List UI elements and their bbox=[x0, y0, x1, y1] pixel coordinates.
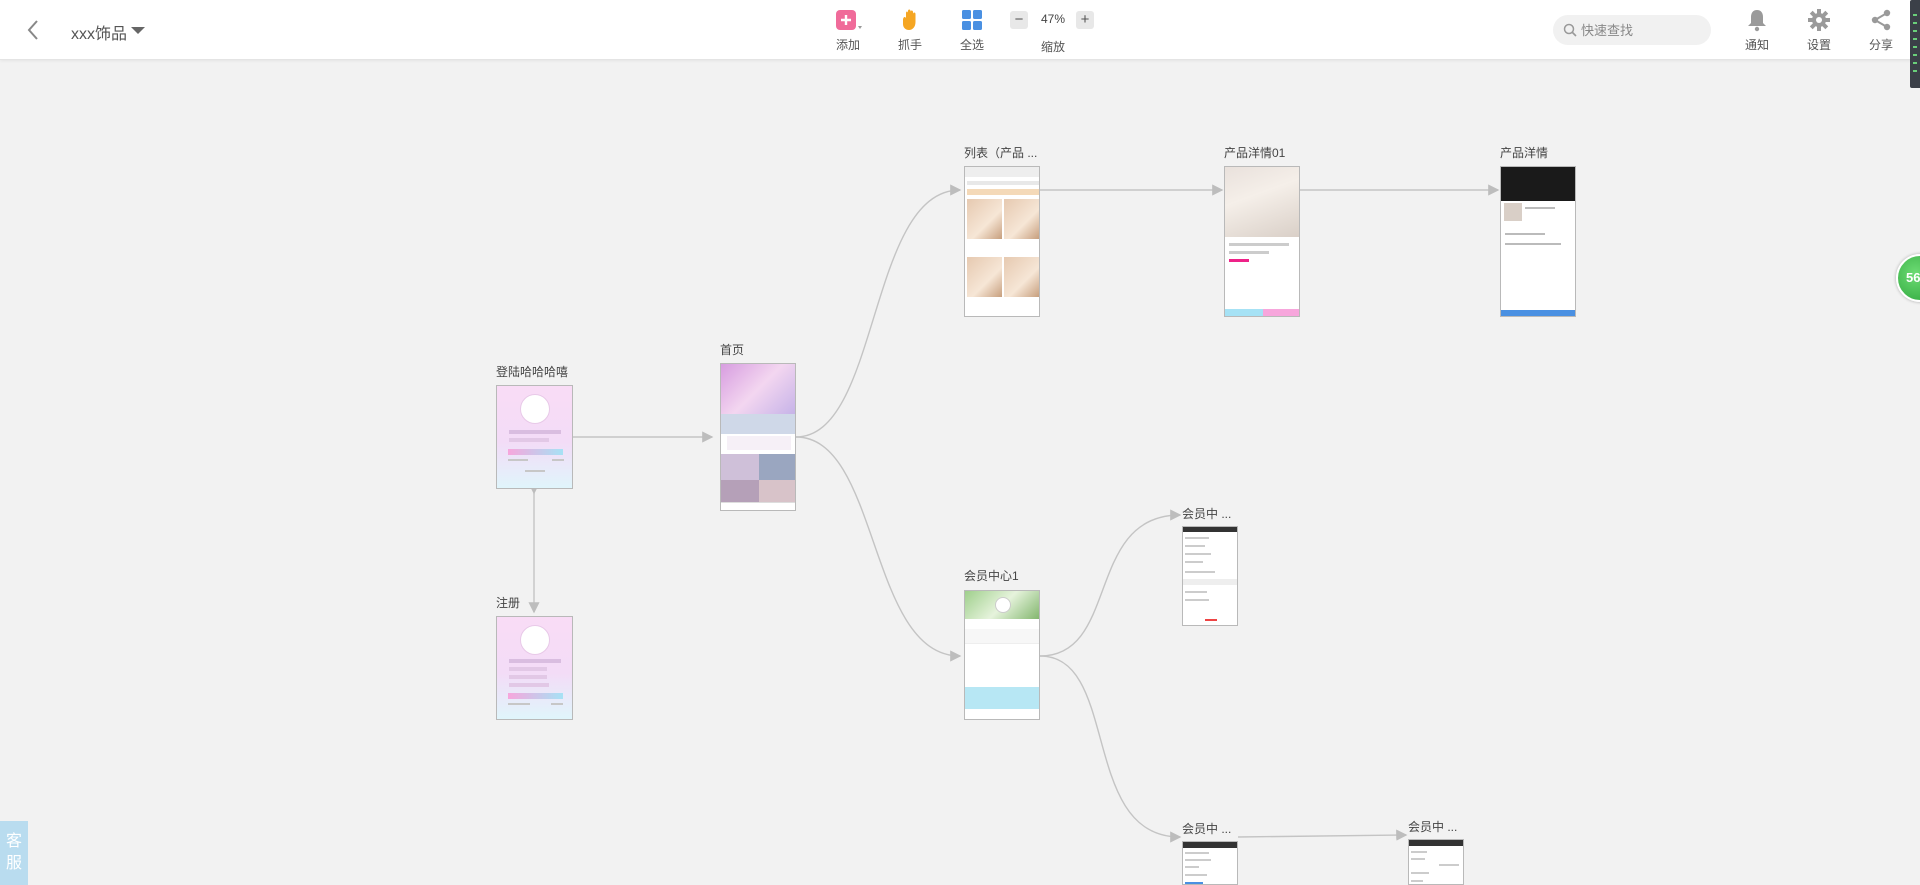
panel-handle[interactable] bbox=[1910, 0, 1920, 88]
settings-button[interactable]: 设置 bbox=[1797, 8, 1841, 53]
page-label-detail01[interactable]: 产品洋情01 bbox=[1224, 146, 1286, 160]
page-label-member-b[interactable]: 会员中 ... bbox=[1182, 822, 1232, 836]
project-title[interactable]: xxx饰品 bbox=[71, 26, 128, 43]
page-thumb-home[interactable] bbox=[720, 363, 796, 511]
search-box bbox=[1553, 15, 1711, 45]
page-label-member1[interactable]: 会员中心1 bbox=[964, 569, 1019, 583]
zoom-label: 缩放 bbox=[1040, 40, 1065, 54]
page-label-list[interactable]: 列表（产品 ... bbox=[964, 146, 1038, 160]
grab-button[interactable]: 抓手 bbox=[893, 8, 927, 53]
hand-icon bbox=[903, 9, 916, 30]
flow-canvas[interactable]: 登陆哈哈哈嘻 注册 首页 列表（产品 ... bbox=[0, 60, 1920, 885]
page-label-member-a[interactable]: 会员中 ... bbox=[1182, 507, 1232, 521]
page-thumb-list[interactable] bbox=[964, 166, 1040, 317]
plus-square-icon bbox=[836, 10, 862, 30]
share-icon bbox=[1871, 9, 1891, 31]
zoom-out-button[interactable]: − bbox=[1010, 11, 1028, 29]
chevron-down-icon[interactable] bbox=[131, 27, 145, 34]
avatar bbox=[520, 394, 550, 424]
page-label-home[interactable]: 首页 bbox=[720, 343, 745, 357]
page-label-detail[interactable]: 产品洋情 bbox=[1500, 146, 1549, 160]
bell-icon bbox=[1748, 10, 1766, 32]
page-thumb-member1[interactable] bbox=[964, 590, 1040, 720]
page-thumb-register[interactable] bbox=[496, 616, 573, 720]
page-thumb-member-b[interactable] bbox=[1182, 841, 1238, 885]
page-label-login[interactable]: 登陆哈哈哈嘻 bbox=[496, 365, 569, 379]
page-thumb-member-a[interactable] bbox=[1182, 526, 1238, 626]
chevron-left-icon[interactable] bbox=[22, 18, 46, 42]
avatar bbox=[520, 625, 550, 655]
page-thumb-detail[interactable] bbox=[1500, 166, 1576, 317]
zoom-level: 47% bbox=[1040, 12, 1066, 26]
connector-lines bbox=[528, 184, 1500, 843]
zoom-in-button[interactable]: + bbox=[1076, 11, 1094, 29]
support-tab[interactable]: 客服 bbox=[0, 821, 28, 885]
search-input[interactable] bbox=[1581, 21, 1701, 39]
notify-button[interactable]: 通知 bbox=[1735, 8, 1779, 53]
page-label-member-c[interactable]: 会员中 ... bbox=[1408, 820, 1458, 834]
search-icon bbox=[1563, 23, 1577, 37]
top-toolbar: xxx饰品 添加 抓手 全选 − 47% + 缩放 bbox=[0, 0, 1920, 88]
page-thumb-detail01[interactable] bbox=[1224, 166, 1300, 317]
grid-icon bbox=[962, 10, 982, 30]
page-thumb-login[interactable] bbox=[496, 385, 573, 489]
gear-icon bbox=[1808, 9, 1830, 31]
add-button[interactable]: 添加 bbox=[831, 8, 865, 53]
share-button[interactable]: 分享 bbox=[1859, 8, 1903, 53]
page-label-register[interactable]: 注册 bbox=[496, 596, 521, 610]
select-all-button[interactable]: 全选 bbox=[955, 8, 989, 53]
page-thumb-member-c[interactable] bbox=[1408, 839, 1464, 885]
